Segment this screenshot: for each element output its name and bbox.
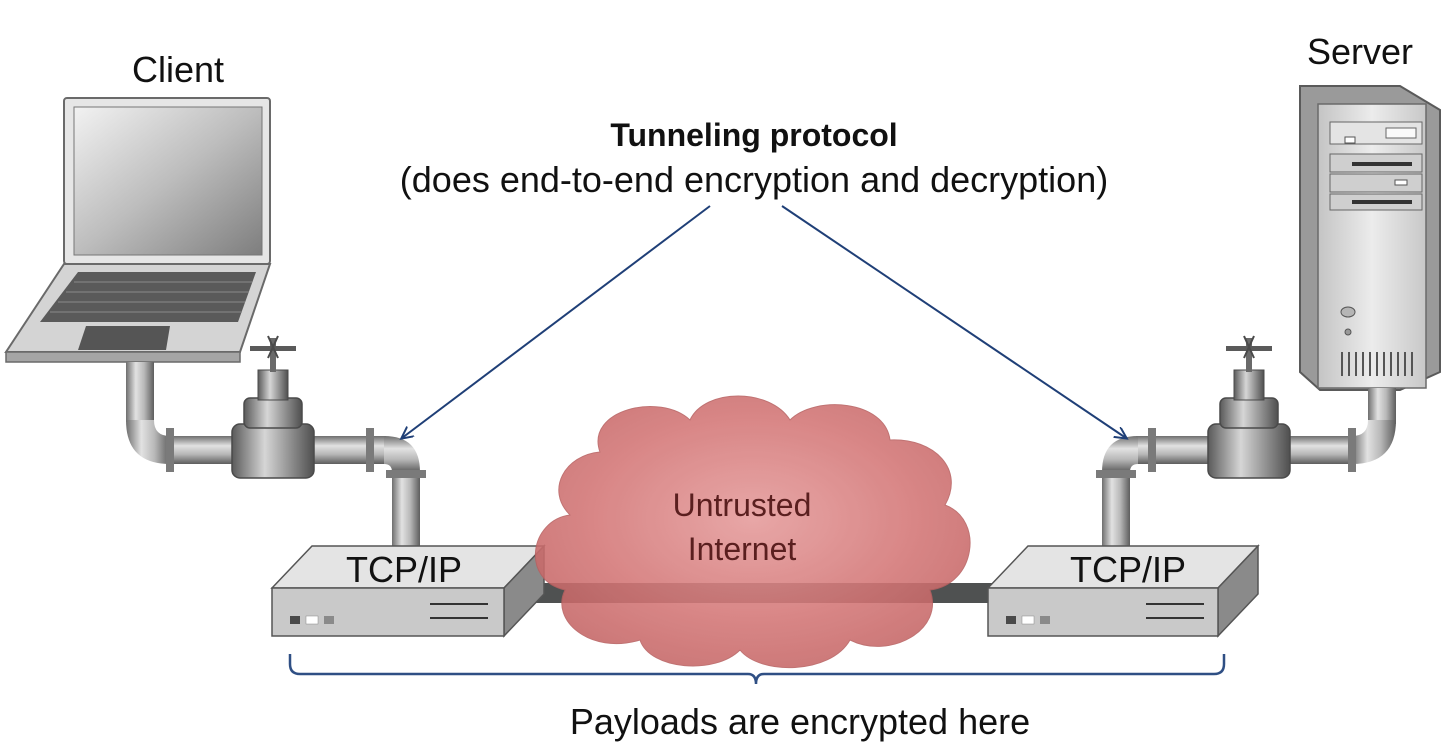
network-device-icon [986, 544, 1260, 638]
laptop-icon [4, 97, 272, 363]
tunnel-title: Tunneling protocol [610, 117, 897, 153]
left-device-label: TCP/IP [346, 549, 462, 590]
cloud-icon [534, 395, 971, 669]
client-label: Client [132, 49, 224, 90]
server-tower-icon [1299, 85, 1441, 391]
arrow-to-left-tunnel [402, 205, 711, 438]
valve-icon [231, 335, 315, 479]
brace-caption: Payloads are encrypted here [570, 701, 1030, 742]
cloud-label-line2: Internet [688, 531, 797, 567]
payload-brace [288, 654, 1226, 685]
valve-icon [1207, 335, 1291, 479]
tunnel-subtitle: (does end-to-end encryption and decrypti… [400, 159, 1108, 200]
arrow-to-right-tunnel [781, 205, 1126, 438]
right-device-label: TCP/IP [1070, 549, 1186, 590]
server-label: Server [1307, 31, 1413, 72]
cloud-label-line1: Untrusted [673, 487, 812, 523]
network-device-icon [270, 544, 546, 638]
